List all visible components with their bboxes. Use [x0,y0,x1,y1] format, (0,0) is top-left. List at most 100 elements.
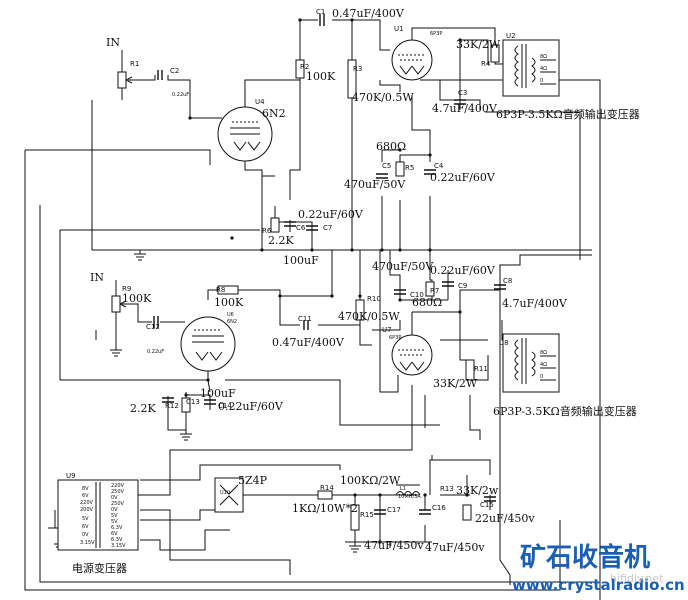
label-c4-val: 0.22uF/60V [430,171,496,184]
label-u8: U8 [499,339,509,347]
label-u9: U9 [66,472,76,480]
label-c2: C2 [170,67,179,75]
label-r14-val: 100KΩ/2W [340,474,401,487]
labels: IN IN R1 C2 0.22uF U4 6N2 C1 0.47uF/400V… [66,7,685,594]
label-u6: U6 [227,312,234,318]
pt-pin-l3: 200V [80,507,94,513]
label-ot1-pin-0: 0 [540,78,543,84]
pt-pin-r9: 6.3V [111,537,123,543]
capacitor-c4 [424,169,436,175]
label-c3-val: 4.7uF/400V [432,102,498,115]
label-r5: R5 [405,164,414,172]
label-in2: IN [90,271,104,284]
capacitor-c16 [419,509,431,515]
label-c16: C16 [432,504,446,512]
pt-pin-r2: 0V [111,495,118,501]
label-u1-type: 6P3P [430,31,442,37]
pt-pin-l1: 6V [82,493,89,499]
label-c11-val: 0.47uF/400V [272,336,345,349]
resistor-r4 [490,44,500,63]
capacitor-c11 [303,320,309,330]
resistor-r1 [117,71,127,89]
label-l1: L1 [400,486,406,492]
label-c8-val: 4.7uF/400V [502,297,568,310]
resistor-r8 [217,285,239,295]
label-c1-val: 0.47uF/400V [332,7,405,20]
pt-pin-r0: 220V [111,483,125,489]
capacitor-c12 [153,316,159,328]
label-pt: 电源变压器 [72,561,127,575]
label-r6-val: 2.2K [268,234,294,247]
pt-pin-r6: 5V [111,519,118,525]
label-u6-type: 6N2 [227,319,237,325]
label-c1: C1 [316,8,325,16]
label-r14: R14 [320,484,334,492]
label-r8: R8 [216,286,225,294]
label-c11: C11 [298,315,312,323]
label-r4-val: 33K/2W [456,38,501,51]
rectifier-u10 [214,477,244,513]
resistor-r5 [395,161,405,177]
label-r9: R9 [122,285,131,293]
pt-pin-r1: 250V [111,489,125,495]
label-r11: R11 [474,365,488,373]
label-c8: C8 [503,277,512,285]
label-ot2-pin-4: 4Ω [540,362,547,368]
pt-pin-r8: 6V [111,531,118,537]
capacitor-c5 [376,173,388,179]
resistor-r13 [462,504,472,521]
capacitor-c9 [442,281,454,287]
resistor-r2 [295,59,305,79]
pt-pin-l6: 0V [82,532,89,538]
label-c10-val: 470uF/50V [372,260,434,273]
pt-pin-l7: 3.15V [80,540,95,546]
label-c3: C3 [458,89,467,97]
pt-pin-l0: 8V [82,486,89,492]
label-u10-type: 5Z4P [238,474,268,487]
label-ot2-pin-8: 8Ω [540,350,547,356]
label-c15-val: 22uF/450v [475,512,535,525]
label-ot2: 6P3P-3.5KΩ音频输出变压器 [493,404,637,418]
capacitor-c1 [319,14,325,26]
label-c16-val: 47uF/450v [425,541,485,554]
label-u1: U1 [394,25,404,33]
tube-u7 [391,334,433,376]
label-r10: R10 [367,295,381,303]
pt-pin-r7: 6.3V [111,525,123,531]
label-r10-val: 470K/0.5W [338,310,400,323]
label-r6: R6 [262,227,272,235]
watermark: hifidiy.net [610,572,664,585]
label-c13-val: 0.22uF/60V [218,400,284,413]
resistor-r9 [111,295,121,313]
label-r12: R12 [165,402,179,410]
label-ot1: 6P3P-3.5KΩ音频输出变压器 [496,107,640,121]
brand-url: www.crystalradio.cn [512,576,685,594]
resistor-r12 [181,397,191,413]
label-c15: C15 [480,501,494,509]
label-in1: IN [106,36,120,49]
label-ot1-pin-4: 4Ω [540,66,547,72]
output-transformer-u2 [502,39,560,97]
label-r13: R13 [440,485,454,493]
label-c9-val: 0.22uF/60V [430,264,496,277]
label-r11-val: 33K/2W [433,377,478,390]
label-u7-type: 6P3P [389,335,401,341]
label-r2-val: 100K [306,70,336,83]
tube-u1 [391,39,433,81]
capacitors [153,14,506,515]
capacitor-c17 [374,509,386,515]
label-r9-val: 100K [122,292,152,305]
resistors [111,44,500,531]
label-r12-val: 2.2K [130,402,156,415]
resistor-r3 [347,59,357,99]
label-r2: R2 [300,63,309,71]
capacitor-c15 [484,496,496,502]
label-c17-val: 47uF/450v [364,539,424,552]
capacitor-c14 [204,399,216,405]
resistor-r7 [425,281,435,297]
label-u4: U4 [255,98,265,106]
pt-pin-r10: 3.15V [111,543,126,549]
label-r3-val: 470K/0.5W [352,91,414,104]
label-c5-val: 470uF/50V [344,178,406,191]
label-r4: R4 [481,60,491,68]
